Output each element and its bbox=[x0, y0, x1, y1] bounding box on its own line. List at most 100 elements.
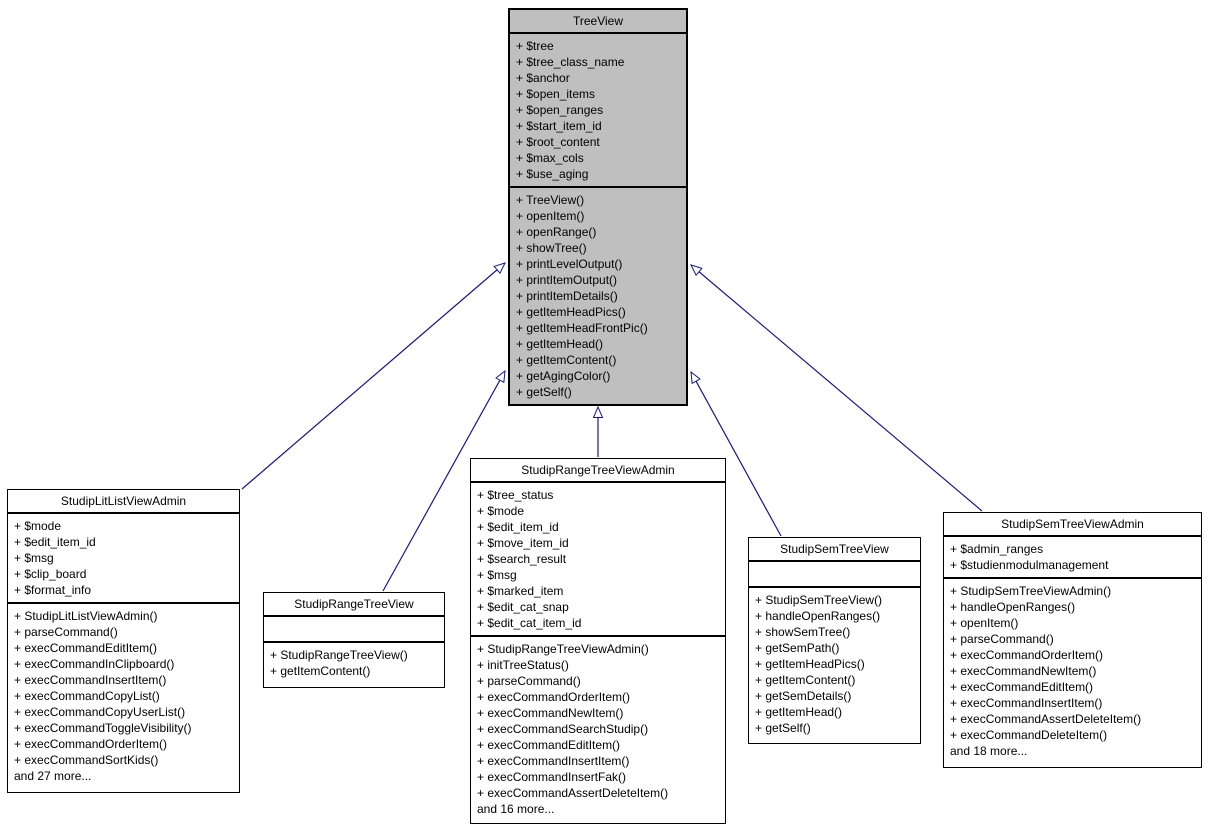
member-row: + $root_content bbox=[516, 135, 600, 149]
member-row: + showSemTree() bbox=[755, 625, 851, 639]
member-row: + execCommandNewItem() bbox=[477, 706, 624, 720]
class-title: StudipRangeTreeView bbox=[264, 593, 444, 617]
member-row: + execCommandSearchStudip() bbox=[477, 722, 649, 736]
member-row: + $use_aging bbox=[516, 167, 589, 181]
member-row: + TreeView() bbox=[516, 193, 585, 207]
member-row: + $tree_status bbox=[477, 488, 554, 502]
member-row: + $edit_item_id bbox=[477, 520, 559, 534]
member-row: + getSemPath() bbox=[755, 641, 840, 655]
member-row: + $open_ranges bbox=[516, 103, 604, 117]
inheritance-edge-studipsemtreeviewadmin bbox=[690, 264, 983, 512]
class-title: TreeView bbox=[510, 10, 686, 34]
member-row: + execCommandNewItem() bbox=[950, 664, 1097, 678]
member-row: and 27 more... bbox=[14, 769, 92, 783]
member-row: + openRange() bbox=[516, 225, 597, 239]
class-fields: + $admin_ranges + $studienmodulmanagement bbox=[944, 537, 1201, 579]
member-row: + $marked_item bbox=[477, 584, 564, 598]
member-row: + StudipSemTreeView() bbox=[755, 593, 883, 607]
member-row: + StudipRangeTreeView() bbox=[270, 648, 408, 662]
member-row: + initTreeStatus() bbox=[477, 658, 569, 672]
member-row: + execCommandEditItem() bbox=[14, 641, 158, 655]
member-row: + getSemDetails() bbox=[755, 689, 852, 703]
member-row: + execCommandDeleteItem() bbox=[950, 728, 1108, 742]
class-fields: + $mode + $edit_item_id + $msg + $clip_boar… bbox=[8, 514, 239, 604]
member-row: + $move_item_id bbox=[477, 536, 569, 550]
class-box-studiplitlistviewadmin[interactable]: StudipLitListViewAdmin + $mode + $edit_it… bbox=[7, 489, 240, 793]
member-row: + execCommandOrderItem() bbox=[950, 648, 1104, 662]
class-box-treeview[interactable]: TreeView + $tree + $tree_class_name + $anc… bbox=[508, 8, 688, 406]
inheritance-edge-studiprangetreeview bbox=[382, 369, 506, 592]
member-row: + $start_item_id bbox=[516, 119, 602, 133]
class-title: StudipLitListViewAdmin bbox=[8, 490, 239, 514]
member-row: + $max_cols bbox=[516, 151, 584, 165]
member-row: + $studienmodulmanagement bbox=[950, 558, 1109, 572]
class-title: StudipSemTreeView bbox=[749, 538, 920, 562]
member-row: + execCommandCopyUserList() bbox=[14, 705, 186, 719]
inheritance-edge-studipsemtreeview bbox=[690, 370, 782, 537]
member-row: + execCommandInsertFak() bbox=[477, 770, 627, 784]
member-row: + $anchor bbox=[516, 71, 570, 85]
member-row: + $admin_ranges bbox=[950, 542, 1044, 556]
class-box-studipsemtreeview[interactable]: StudipSemTreeView + StudipSemTreeView() +… bbox=[748, 537, 921, 744]
member-row: + getItemHeadPics() bbox=[755, 657, 865, 671]
member-row: + getItemHeadFrontPic() bbox=[516, 321, 648, 335]
member-row: + $msg bbox=[14, 551, 54, 565]
member-row: + getItemHead() bbox=[755, 705, 843, 719]
class-methods: + StudipRangeTreeView() + getItemContent(… bbox=[264, 643, 444, 687]
member-row: and 18 more... bbox=[950, 744, 1028, 758]
member-row: + handleOpenRanges() bbox=[950, 600, 1076, 614]
member-row: + execCommandInsertItem() bbox=[14, 673, 167, 687]
member-row: + $edit_item_id bbox=[14, 535, 96, 549]
member-row: + $mode bbox=[477, 504, 525, 518]
class-methods: + StudipSemTreeViewAdmin() + handleOpenRa… bbox=[944, 579, 1201, 767]
member-row: + getItemContent() bbox=[516, 353, 617, 367]
member-row: + $tree bbox=[516, 39, 554, 53]
member-row: + $msg bbox=[477, 568, 517, 582]
member-row: + execCommandToggleVisibility() bbox=[14, 721, 192, 735]
member-row: + execCommandAssertDeleteItem() bbox=[477, 786, 669, 800]
class-box-studipsemtreeviewadmin[interactable]: StudipSemTreeViewAdmin + $admin_ranges+ … bbox=[943, 512, 1202, 768]
member-row: + parseCommand() bbox=[477, 674, 581, 688]
member-row: + printLevelOutput() bbox=[516, 257, 623, 271]
class-box-studiprangetreeview[interactable]: StudipRangeTreeView + StudipRangeTreeVie… bbox=[263, 592, 445, 688]
member-row: + execCommandEditItem() bbox=[950, 680, 1094, 694]
member-row: + $search_result bbox=[477, 552, 567, 566]
member-row: + StudipSemTreeViewAdmin() bbox=[950, 584, 1112, 598]
member-row: + getSelf() bbox=[516, 385, 572, 399]
member-row: + handleOpenRanges() bbox=[755, 609, 881, 623]
member-row: and 16 more... bbox=[477, 802, 555, 816]
class-fields bbox=[264, 617, 444, 643]
member-row: + execCommandInsertItem() bbox=[477, 754, 630, 768]
class-methods: + StudipLitListViewAdmin()+ parseCommand… bbox=[8, 604, 239, 792]
member-row: + $tree_class_name bbox=[516, 55, 625, 69]
member-row: + getItemContent() bbox=[755, 673, 856, 687]
member-row: + execCommandOrderItem() bbox=[14, 737, 168, 751]
class-box-studiprangetreeviewadmin[interactable]: StudipRangeTreeViewAdmin + $tree_status+… bbox=[470, 458, 726, 824]
member-row: + getItemHead() bbox=[516, 337, 604, 351]
member-row: + $mode bbox=[14, 519, 62, 533]
member-row: + printItemOutput() bbox=[516, 273, 618, 287]
member-row: + execCommandOrderItem() bbox=[477, 690, 631, 704]
class-methods: + StudipRangeTreeViewAdmin() + initTreeSt… bbox=[471, 637, 725, 823]
member-row: + parseCommand() bbox=[950, 632, 1054, 646]
member-row: + execCommandSortKids() bbox=[14, 753, 159, 767]
member-row: + $format_info bbox=[14, 583, 92, 597]
class-title: StudipSemTreeViewAdmin bbox=[944, 513, 1201, 537]
inheritance-edge-studiplitlistviewadmin bbox=[241, 262, 506, 490]
member-row: + openItem() bbox=[516, 209, 585, 223]
member-row: + $clip_board bbox=[14, 567, 87, 581]
class-fields: + $tree_status + $mode + $edit_item_id + $m… bbox=[471, 483, 725, 637]
member-row: + getItemContent() bbox=[270, 664, 371, 678]
class-title: StudipRangeTreeViewAdmin bbox=[471, 459, 725, 483]
member-row: + $edit_cat_item_id bbox=[477, 616, 582, 630]
member-row: + execCommandAssertDeleteItem() bbox=[950, 712, 1142, 726]
member-row: + StudipLitListViewAdmin() bbox=[14, 609, 158, 623]
member-row: + $open_items bbox=[516, 87, 596, 101]
member-row: + execCommandInsertItem() bbox=[950, 696, 1103, 710]
member-row: + showTree() bbox=[516, 241, 587, 255]
member-row: + openItem() bbox=[950, 616, 1019, 630]
member-row: + getSelf() bbox=[755, 721, 811, 735]
member-row: + StudipRangeTreeViewAdmin() bbox=[477, 642, 649, 656]
